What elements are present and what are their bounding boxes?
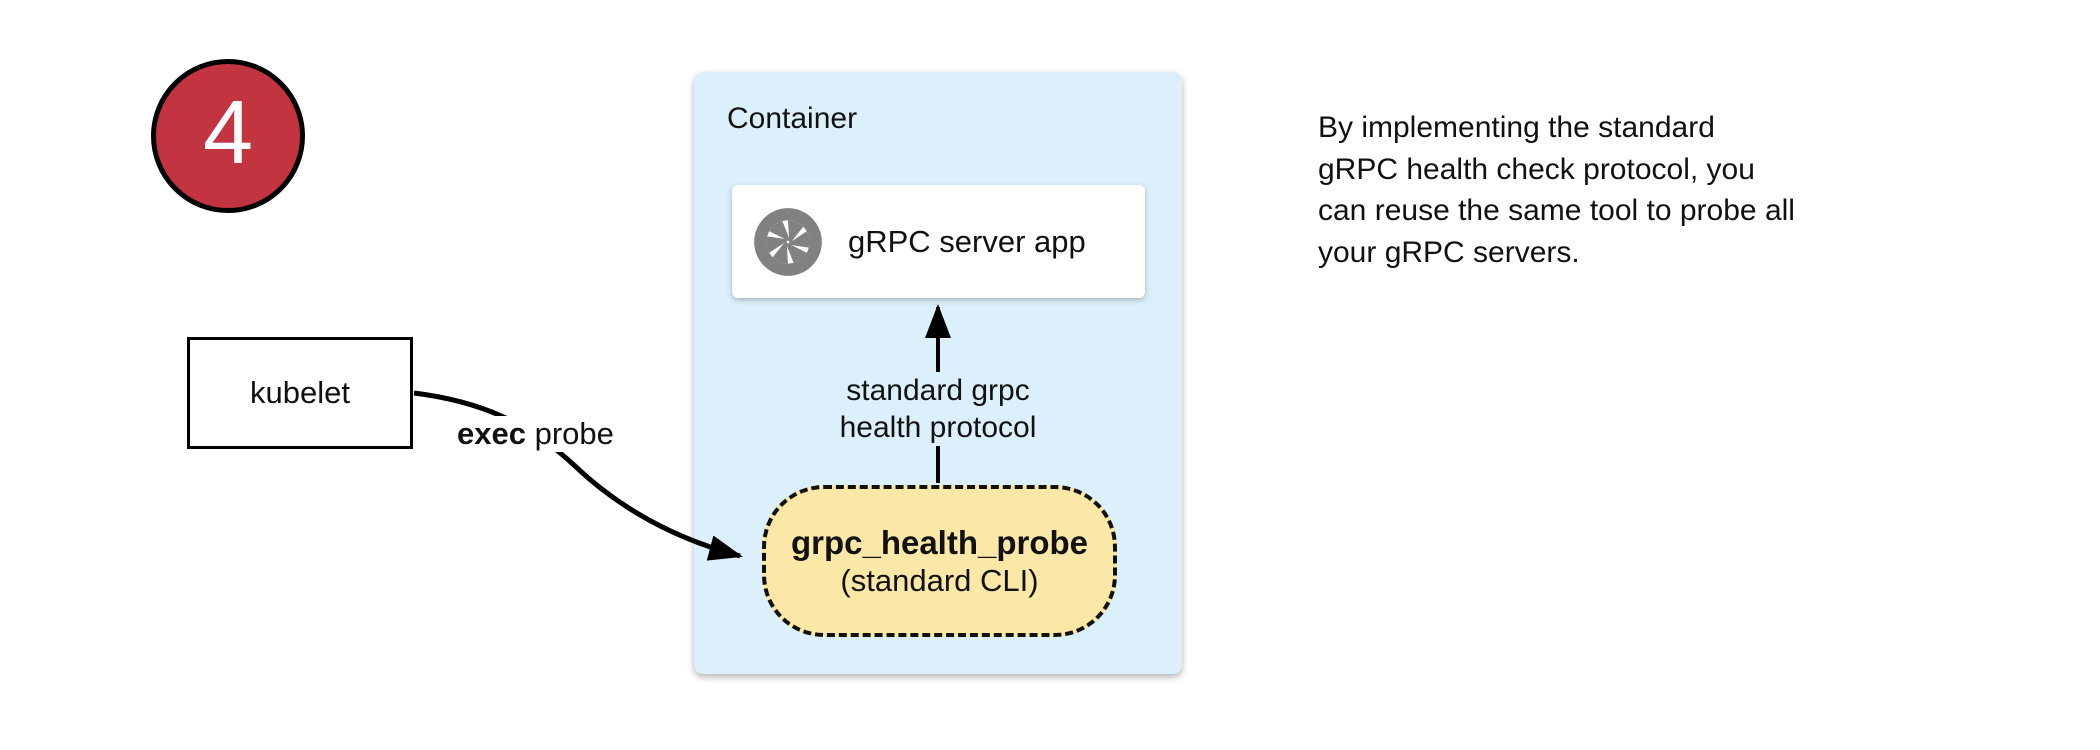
exec-probe-label: exec probe (450, 416, 621, 452)
probe-subtitle: (standard CLI) (840, 562, 1039, 598)
probe-title: grpc_health_probe (790, 523, 1089, 561)
kubelet-node: kubelet (187, 337, 413, 449)
note-paragraph: By implementing the standard gRPC health… (1318, 111, 1795, 269)
grpc-aperture-icon (752, 206, 824, 278)
grpc-server-label: gRPC server app (848, 223, 1086, 259)
grpc-health-probe-node: grpc_health_probe (standard CLI) (762, 485, 1117, 637)
kubelet-label: kubelet (250, 375, 350, 410)
step-number-badge: 4 (151, 59, 305, 213)
grpc-server-node: gRPC server app (732, 185, 1145, 298)
protocol-label-line2: health protocol (839, 411, 1037, 444)
step-number: 4 (202, 83, 254, 183)
container-group: Container gRPC server app (694, 72, 1182, 674)
protocol-label: standard grpc health protocol (818, 372, 1058, 446)
container-title: Container (727, 102, 858, 135)
exec-probe-label-rest: probe (525, 416, 614, 451)
protocol-label-line1: standard grpc (846, 374, 1030, 407)
exec-probe-label-bold: exec (457, 416, 526, 451)
